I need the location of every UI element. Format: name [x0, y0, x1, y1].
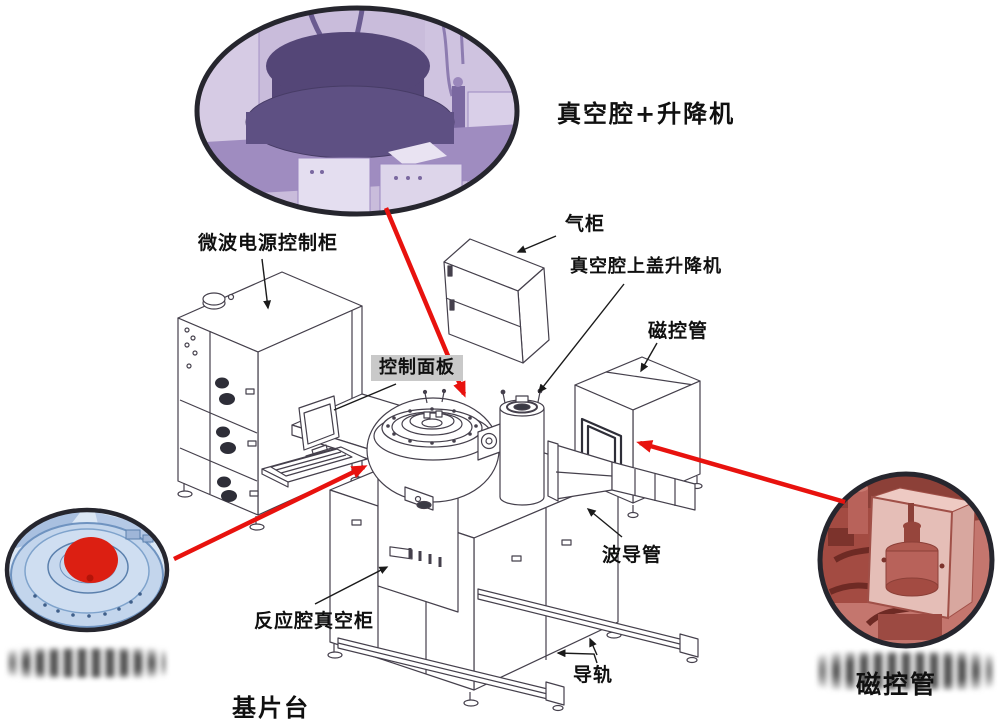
photo-vacuum-chamber-elevator [194, 5, 520, 217]
label-magnetron-top: 磁控管 [648, 320, 709, 342]
label-gas-cabinet: 气柜 [565, 213, 606, 235]
waveguide-drawing [547, 440, 696, 511]
machine-line-art [177, 238, 703, 712]
blurred-watermark-right [818, 652, 993, 690]
label-chamber-lid-lifter: 真空腔上盖升降机 [570, 256, 722, 277]
arrow-to-upper-rail [589, 637, 598, 656]
label-substrate-stage: 基片台 [232, 694, 310, 722]
arrow-to-lid-lifter [538, 283, 625, 394]
arrow-to-waveguide [586, 508, 623, 538]
arrow-to-magnetron [640, 342, 658, 373]
label-waveguide: 波导管 [602, 544, 663, 566]
photo-magnetron [817, 471, 995, 649]
label-reaction-chamber-cabinet: 反应腔真空柜 [254, 610, 375, 632]
gas-cabinet-drawing [443, 238, 550, 364]
label-vacuum-chamber-elevator: 真空腔+升降机 [557, 100, 736, 128]
arrow-to-lower-rail [556, 649, 598, 664]
red-arrow-magnetron-photo [636, 440, 846, 505]
watermark-bars [8, 648, 166, 678]
label-guide-rail: 导轨 [573, 664, 614, 686]
vacuum-chamber-drawing [366, 388, 501, 511]
black-callout-arrows [261, 235, 658, 664]
red-arrow-substrate-photo [173, 464, 368, 562]
arrow-to-reaction-cabinet [314, 566, 389, 605]
watermark-bars [818, 652, 993, 690]
substrate-highlight-spot [64, 537, 118, 583]
label-control-panel: 控制面板 [371, 355, 463, 381]
lid-lifter-cylinder-drawing [499, 388, 545, 506]
blurred-watermark-left [8, 648, 166, 678]
arrow-to-gas-cabinet [516, 235, 557, 253]
guide-rails-drawing [337, 588, 699, 712]
photo-substrate-stage [4, 507, 170, 633]
label-microwave-power-cabinet: 微波电源控制柜 [198, 232, 339, 254]
arrow-to-power-cabinet [261, 258, 272, 310]
pointer-control-panel [333, 383, 397, 411]
label-magnetron-photo: 磁控管 [856, 670, 938, 699]
